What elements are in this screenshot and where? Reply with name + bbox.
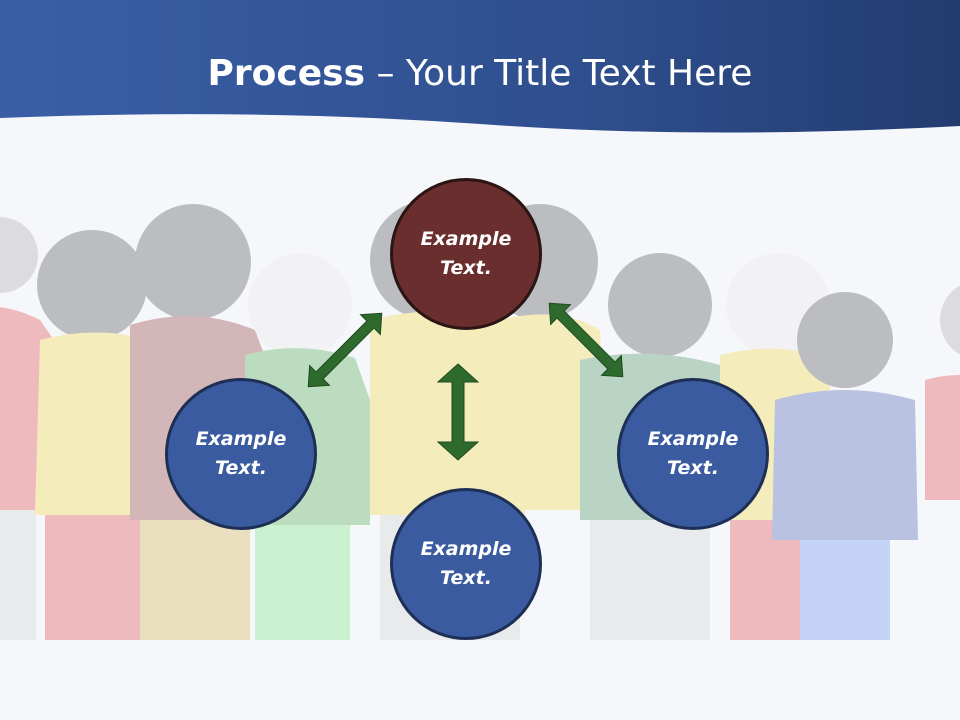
node-left-label: Example Text. — [195, 428, 287, 479]
node-left[interactable]: Example Text. — [165, 378, 317, 530]
node-top-label: Example Text. — [420, 228, 512, 279]
node-top[interactable]: Example Text. — [390, 178, 542, 330]
title-bold: Process — [207, 53, 366, 94]
node-bottom[interactable]: Example Text. — [390, 488, 542, 640]
node-right[interactable]: Example Text. — [617, 378, 769, 530]
node-bottom-label: Example Text. — [420, 538, 512, 589]
title-banner — [0, 0, 960, 133]
node-right-label: Example Text. — [647, 428, 739, 479]
slide-title: Process – Your Title Text Here — [0, 52, 960, 96]
title-rest: – Your Title Text Here — [365, 53, 753, 94]
